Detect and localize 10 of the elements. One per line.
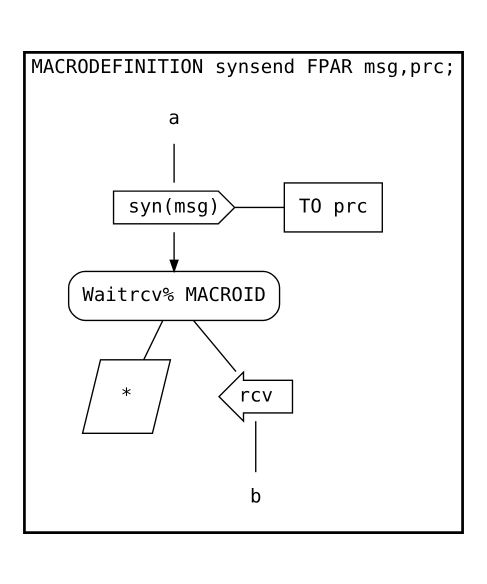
connector: [173, 143, 175, 182]
connector: [235, 206, 284, 208]
node-box: TO prc: [284, 182, 383, 232]
connector: [143, 320, 164, 360]
connector: [192, 320, 236, 372]
node-box: Waitrcv% MACROID: [68, 270, 280, 321]
connector: [255, 420, 256, 472]
arrow: [169, 232, 179, 273]
node-text: b: [250, 484, 262, 507]
node-text: a: [168, 106, 180, 129]
